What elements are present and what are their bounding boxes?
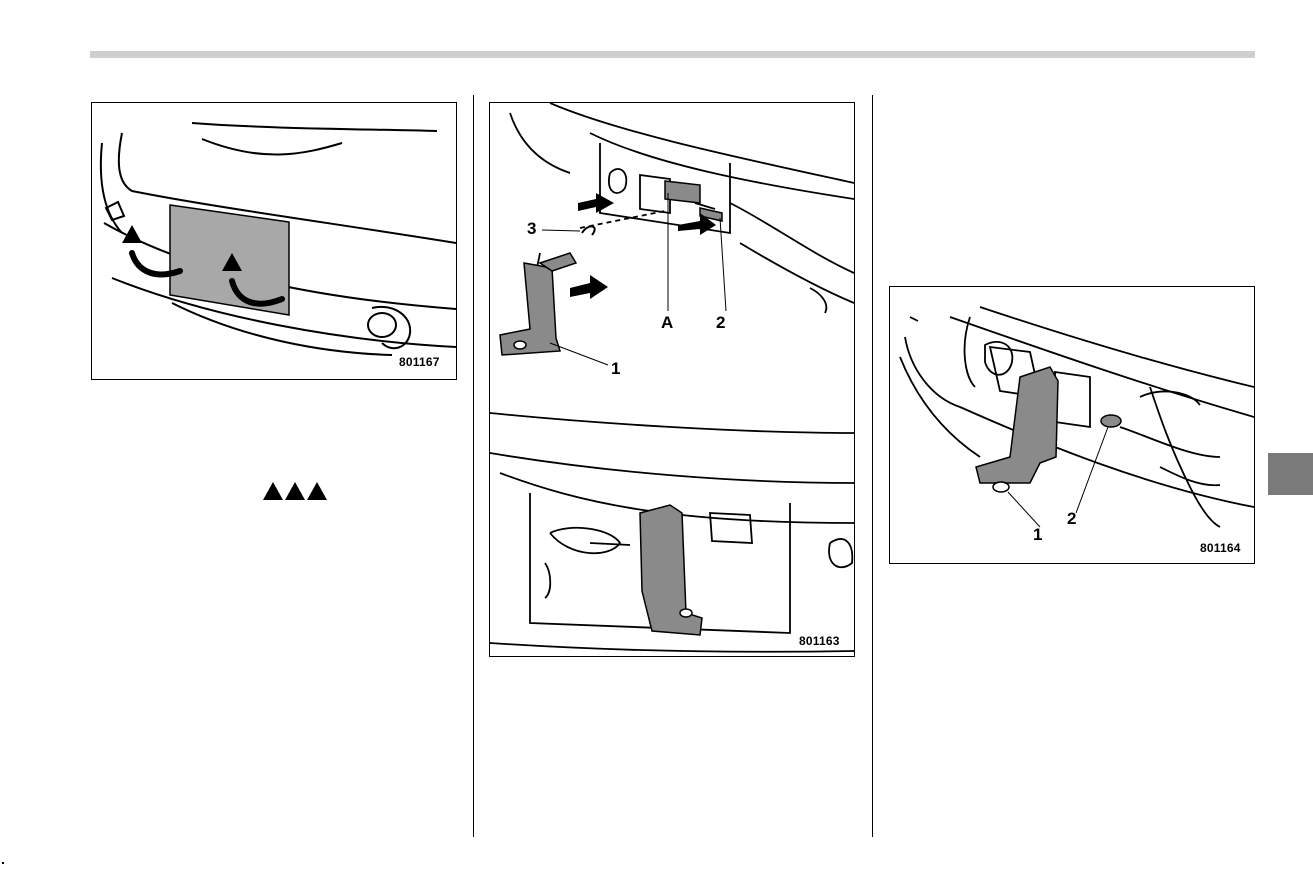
callout-1: 1 [1033,525,1042,545]
installed-tow-hook [640,505,702,635]
mounting-hole [1101,415,1121,427]
warning-triangle-icon [307,482,327,500]
hitch-receiver [665,181,700,203]
callout-2: 2 [716,313,725,333]
figure-code: 801163 [799,634,840,648]
callout-2: 2 [1067,509,1076,529]
warning-triangle-icon [285,482,305,500]
tow-hook-part [976,367,1058,483]
tow-hook-illustration [490,103,854,656]
warning-triangle-icon [263,482,283,500]
column-divider-right [872,95,873,837]
section-tab [1268,453,1313,495]
callout-1: 1 [611,359,620,379]
tow-hook-part [500,263,560,355]
bumper-illustration [92,103,456,379]
callout-3: 3 [527,219,536,239]
warning-triangles [263,481,329,506]
figure-bumper-cover: 801167 [91,102,457,380]
column-divider-left [473,95,474,837]
figure-tow-hook-installed: 1 2 801164 [889,286,1255,564]
corner-mark [2,862,4,864]
arrow-right-icon [570,275,608,299]
figure-code: 801164 [1200,541,1241,555]
figure-tow-hook-install: 3 A 2 1 801163 [489,102,855,657]
figure-code: 801167 [399,355,440,369]
arrow-right-icon [578,193,614,213]
callout-a: A [661,313,673,333]
header-rule [90,51,1255,58]
